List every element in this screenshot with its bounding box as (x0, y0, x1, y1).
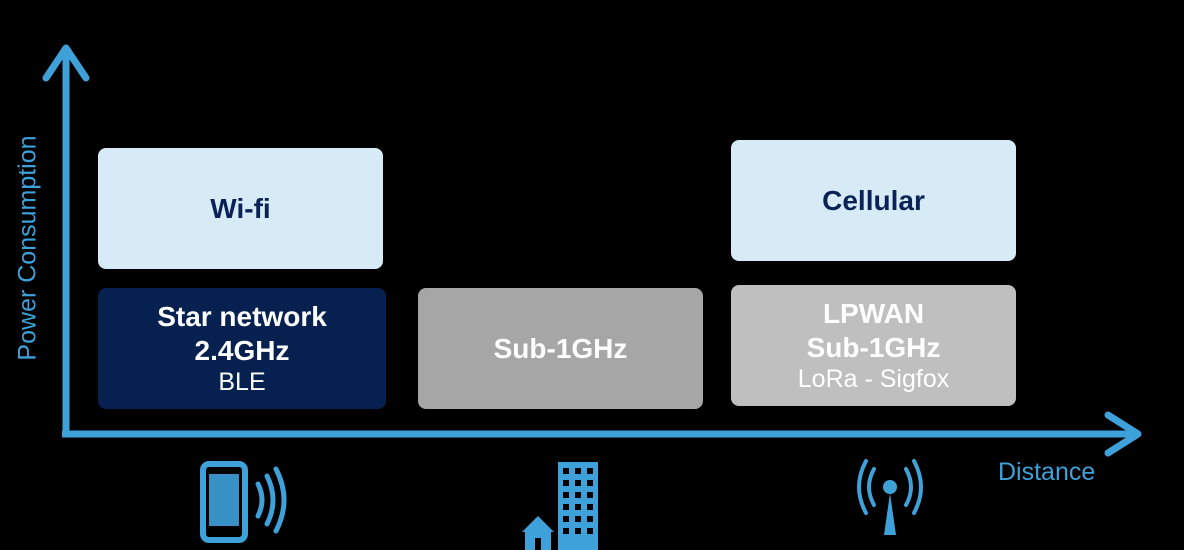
lpwan-box: LPWAN Sub-1GHz LoRa - Sigfox (731, 285, 1016, 406)
cellular-label: Cellular (822, 184, 925, 216)
lpwan-frequency-label: Sub-1GHz (806, 331, 941, 363)
star-frequency-label: 2.4GHz (194, 334, 290, 366)
x-axis-arrow (1104, 411, 1142, 457)
sub1ghz-label: Sub-1GHz (493, 332, 628, 364)
wifi-box: Wi-fi (98, 148, 383, 269)
smartphone-icon (200, 461, 287, 543)
star-network-label: Star network (157, 300, 327, 332)
cellular-box: Cellular (731, 140, 1016, 261)
wifi-label: Wi-fi (210, 192, 271, 224)
lpwan-label: LPWAN (822, 297, 925, 329)
y-axis-arrow (42, 44, 90, 82)
y-axis-label: Power Consumption (13, 135, 42, 361)
star-protocol-label: BLE (218, 368, 266, 397)
x-axis-label: Distance (998, 458, 1096, 486)
star-network-box: Star network 2.4GHz BLE (98, 288, 386, 409)
lpwan-protocols-label: LoRa - Sigfox (797, 365, 950, 394)
sub1ghz-box: Sub-1GHz (418, 288, 703, 409)
buildings-icon (522, 462, 598, 550)
antenna-tower-icon (857, 459, 923, 535)
